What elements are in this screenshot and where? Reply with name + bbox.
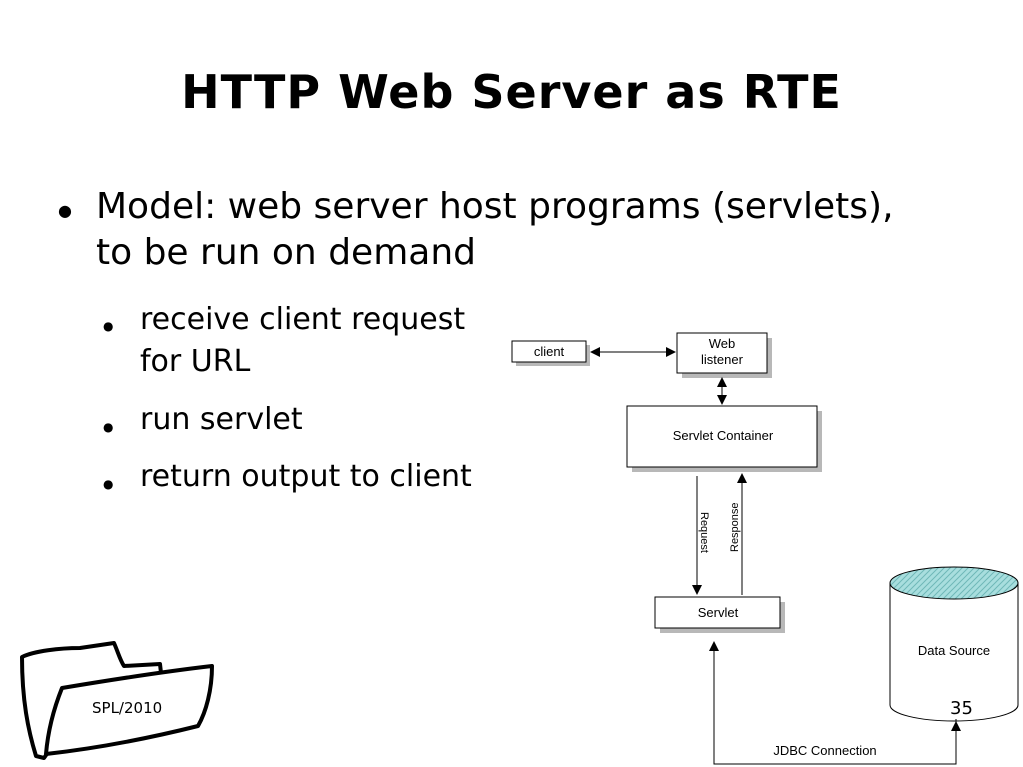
data-source-node: Data Source <box>889 566 1019 722</box>
servlet-node: Servlet <box>654 596 785 633</box>
servlet-label: Servlet <box>698 605 739 620</box>
request-label: Request <box>698 512 710 553</box>
folder-icon: SPL/2010 <box>20 641 214 760</box>
jdbc-connection-label: JDBC Connection <box>773 743 876 758</box>
bullet-text-model-line1: Model: web server host programs (servlet… <box>96 186 894 227</box>
footer-label: SPL/2010 <box>92 699 162 717</box>
response-label: Response <box>729 502 741 552</box>
servlet-container-label: Servlet Container <box>673 428 774 443</box>
data-source-label: Data Source <box>918 643 990 658</box>
sub-bullet-marker: ● <box>103 420 114 434</box>
sub-bullet-text-return-output: return output to client <box>140 459 472 494</box>
servlet-container-node: Servlet Container <box>626 405 822 472</box>
client-node: client <box>511 340 590 366</box>
bullet-marker: ● <box>58 201 72 220</box>
client-label: client <box>534 344 565 359</box>
sub-bullet-text-run-servlet: run servlet <box>140 402 303 437</box>
web-listener-label-line1: Web <box>709 336 736 351</box>
bullet-text-model-line2: to be run on demand <box>96 232 476 273</box>
sub-bullet-marker: ● <box>103 319 114 333</box>
sub-bullet-text-receive-line1: receive client request <box>140 302 466 337</box>
page-number: 35 <box>950 698 973 719</box>
sub-bullet-text-receive-line2: for URL <box>140 344 251 379</box>
web-listener-node: Web listener <box>676 332 772 378</box>
sub-bullet-marker: ● <box>103 477 114 491</box>
web-listener-label-line2: listener <box>701 352 744 367</box>
slide-title: HTTP Web Server as RTE <box>181 65 842 119</box>
